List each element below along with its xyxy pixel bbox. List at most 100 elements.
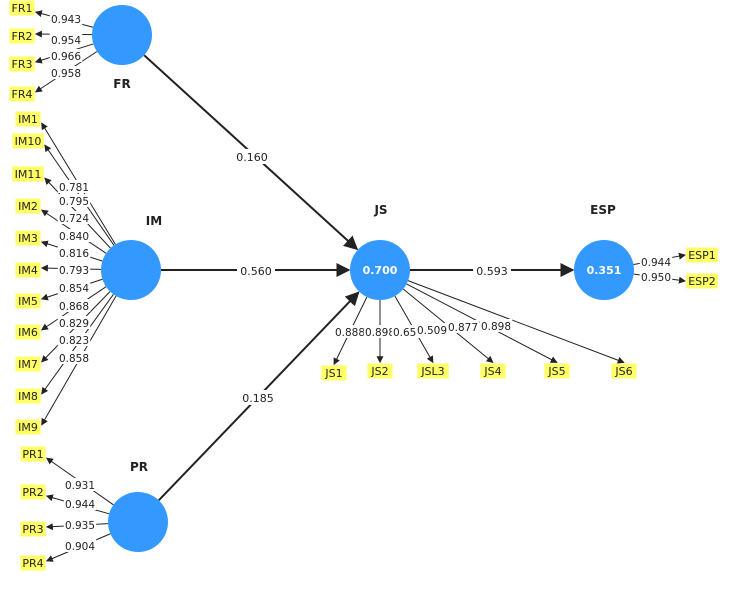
indicator-js6[interactable]: JS6	[611, 363, 637, 379]
indicator-im5[interactable]: IM5	[15, 293, 41, 309]
indicator-fr3[interactable]: FR3	[9, 56, 35, 72]
construct-circle[interactable]	[574, 240, 634, 300]
outer-loading-value: 0.816	[59, 248, 89, 260]
loading-label-bg	[49, 12, 83, 25]
indicator-fr2[interactable]: FR2	[9, 28, 35, 44]
indicator-label: FR4	[12, 88, 33, 101]
construct-circle[interactable]	[92, 5, 152, 65]
indicator-im10[interactable]: IM10	[12, 133, 44, 149]
path-coef-bg	[239, 390, 277, 405]
loading-label-bg	[57, 211, 91, 224]
loading-label-bg	[57, 246, 91, 259]
outer-loading-value: 0.966	[51, 51, 81, 63]
indicator-pr3[interactable]: PR3	[20, 521, 46, 537]
outer-loading-arrow	[407, 280, 625, 364]
indicator-label: PR1	[22, 448, 43, 461]
outer-loading-value: 0.840	[59, 231, 89, 243]
indicator-pr4[interactable]: PR4	[20, 555, 46, 571]
indicator-label: IM11	[15, 168, 42, 181]
indicator-js5[interactable]: JS5	[544, 363, 570, 379]
indicator-im9[interactable]: IM9	[15, 419, 41, 435]
indicator-jsl3[interactable]: JSL3	[417, 363, 449, 379]
indicator-pr1[interactable]: PR1	[20, 446, 46, 462]
indicator-label: IM3	[18, 232, 38, 245]
indicator-label: JS4	[483, 365, 501, 378]
outer-loading-value: 0.904	[65, 541, 95, 553]
loading-label-bg	[57, 281, 91, 294]
indicator-label: PR2	[22, 486, 43, 499]
indicator-box[interactable]	[9, 86, 35, 102]
indicator-im1[interactable]: IM1	[15, 111, 41, 127]
outer-loading-value: 0.931	[65, 480, 95, 492]
indicator-box[interactable]	[15, 419, 41, 435]
indicator-js1[interactable]: JS1	[321, 365, 347, 381]
indicator-box[interactable]	[321, 365, 347, 381]
indicator-im2[interactable]: IM2	[15, 198, 41, 214]
indicator-box[interactable]	[15, 230, 41, 246]
indicator-im4[interactable]: IM4	[15, 262, 41, 278]
indicator-box[interactable]	[20, 555, 46, 571]
indicator-box[interactable]	[15, 262, 41, 278]
indicator-box[interactable]	[20, 446, 46, 462]
outer-loading-value: 0.943	[51, 14, 81, 26]
construct-fr[interactable]: FR	[92, 5, 152, 91]
indicator-im11[interactable]: IM11	[12, 166, 44, 182]
indicator-box[interactable]	[686, 247, 718, 263]
indicator-label: IM4	[18, 264, 38, 277]
indicator-esp2[interactable]: ESP2	[686, 273, 718, 289]
outer-loading-value: 0.651	[393, 327, 423, 339]
indicator-box[interactable]	[480, 363, 506, 379]
indicator-esp1[interactable]: ESP1	[686, 247, 718, 263]
outer-loading-value: 0.724	[59, 213, 89, 225]
construct-js[interactable]: JS0.700	[350, 203, 410, 300]
indicator-fr1[interactable]: FR1	[9, 0, 35, 16]
outer-loading-value: 0.795	[59, 196, 89, 208]
indicator-label: FR3	[12, 58, 33, 71]
indicator-im7[interactable]: IM7	[15, 356, 41, 372]
outer-loading-value: 0.509	[417, 325, 447, 337]
indicator-box[interactable]	[544, 363, 570, 379]
indicator-js4[interactable]: JS4	[480, 363, 506, 379]
indicator-box[interactable]	[20, 521, 46, 537]
indicator-box[interactable]	[9, 56, 35, 72]
indicator-im8[interactable]: IM8	[15, 388, 41, 404]
construct-title: ESP	[590, 203, 616, 217]
construct-title: IM	[146, 214, 162, 228]
loading-label-bg	[57, 333, 91, 346]
loading-label-bg	[57, 351, 91, 364]
indicator-fr4[interactable]: FR4	[9, 86, 35, 102]
indicator-box[interactable]	[15, 111, 41, 127]
indicator-box[interactable]	[611, 363, 637, 379]
indicator-box[interactable]	[12, 166, 44, 182]
indicator-js2[interactable]: JS2	[367, 363, 393, 379]
indicator-pr2[interactable]: PR2	[20, 484, 46, 500]
indicator-im3[interactable]: IM3	[15, 230, 41, 246]
indicator-label: JS6	[614, 365, 632, 378]
construct-circle[interactable]	[350, 240, 410, 300]
construct-im[interactable]: IM	[101, 214, 162, 300]
construct-circle[interactable]	[108, 492, 168, 552]
indicator-box[interactable]	[15, 293, 41, 309]
indicator-im6[interactable]: IM6	[15, 324, 41, 340]
indicator-box[interactable]	[15, 324, 41, 340]
construct-circle[interactable]	[101, 240, 161, 300]
outer-loading-value: 0.793	[59, 265, 89, 277]
indicator-box[interactable]	[9, 28, 35, 44]
indicator-box[interactable]	[15, 198, 41, 214]
indicator-box[interactable]	[9, 0, 35, 16]
indicator-box[interactable]	[417, 363, 449, 379]
indicator-box[interactable]	[15, 388, 41, 404]
indicator-box[interactable]	[12, 133, 44, 149]
indicator-box[interactable]	[686, 273, 718, 289]
indicator-box[interactable]	[15, 356, 41, 372]
indicator-box[interactable]	[367, 363, 393, 379]
indicator-box[interactable]	[20, 484, 46, 500]
path-coefficient: 0.160	[236, 151, 268, 164]
indicator-label: IM1	[18, 113, 38, 126]
outer-loading-value: 0.950	[641, 272, 671, 284]
loading-label-bg	[49, 49, 83, 62]
loading-label-bg	[446, 320, 480, 333]
indicator-label: IM7	[18, 358, 38, 371]
construct-pr[interactable]: PR	[108, 460, 168, 552]
